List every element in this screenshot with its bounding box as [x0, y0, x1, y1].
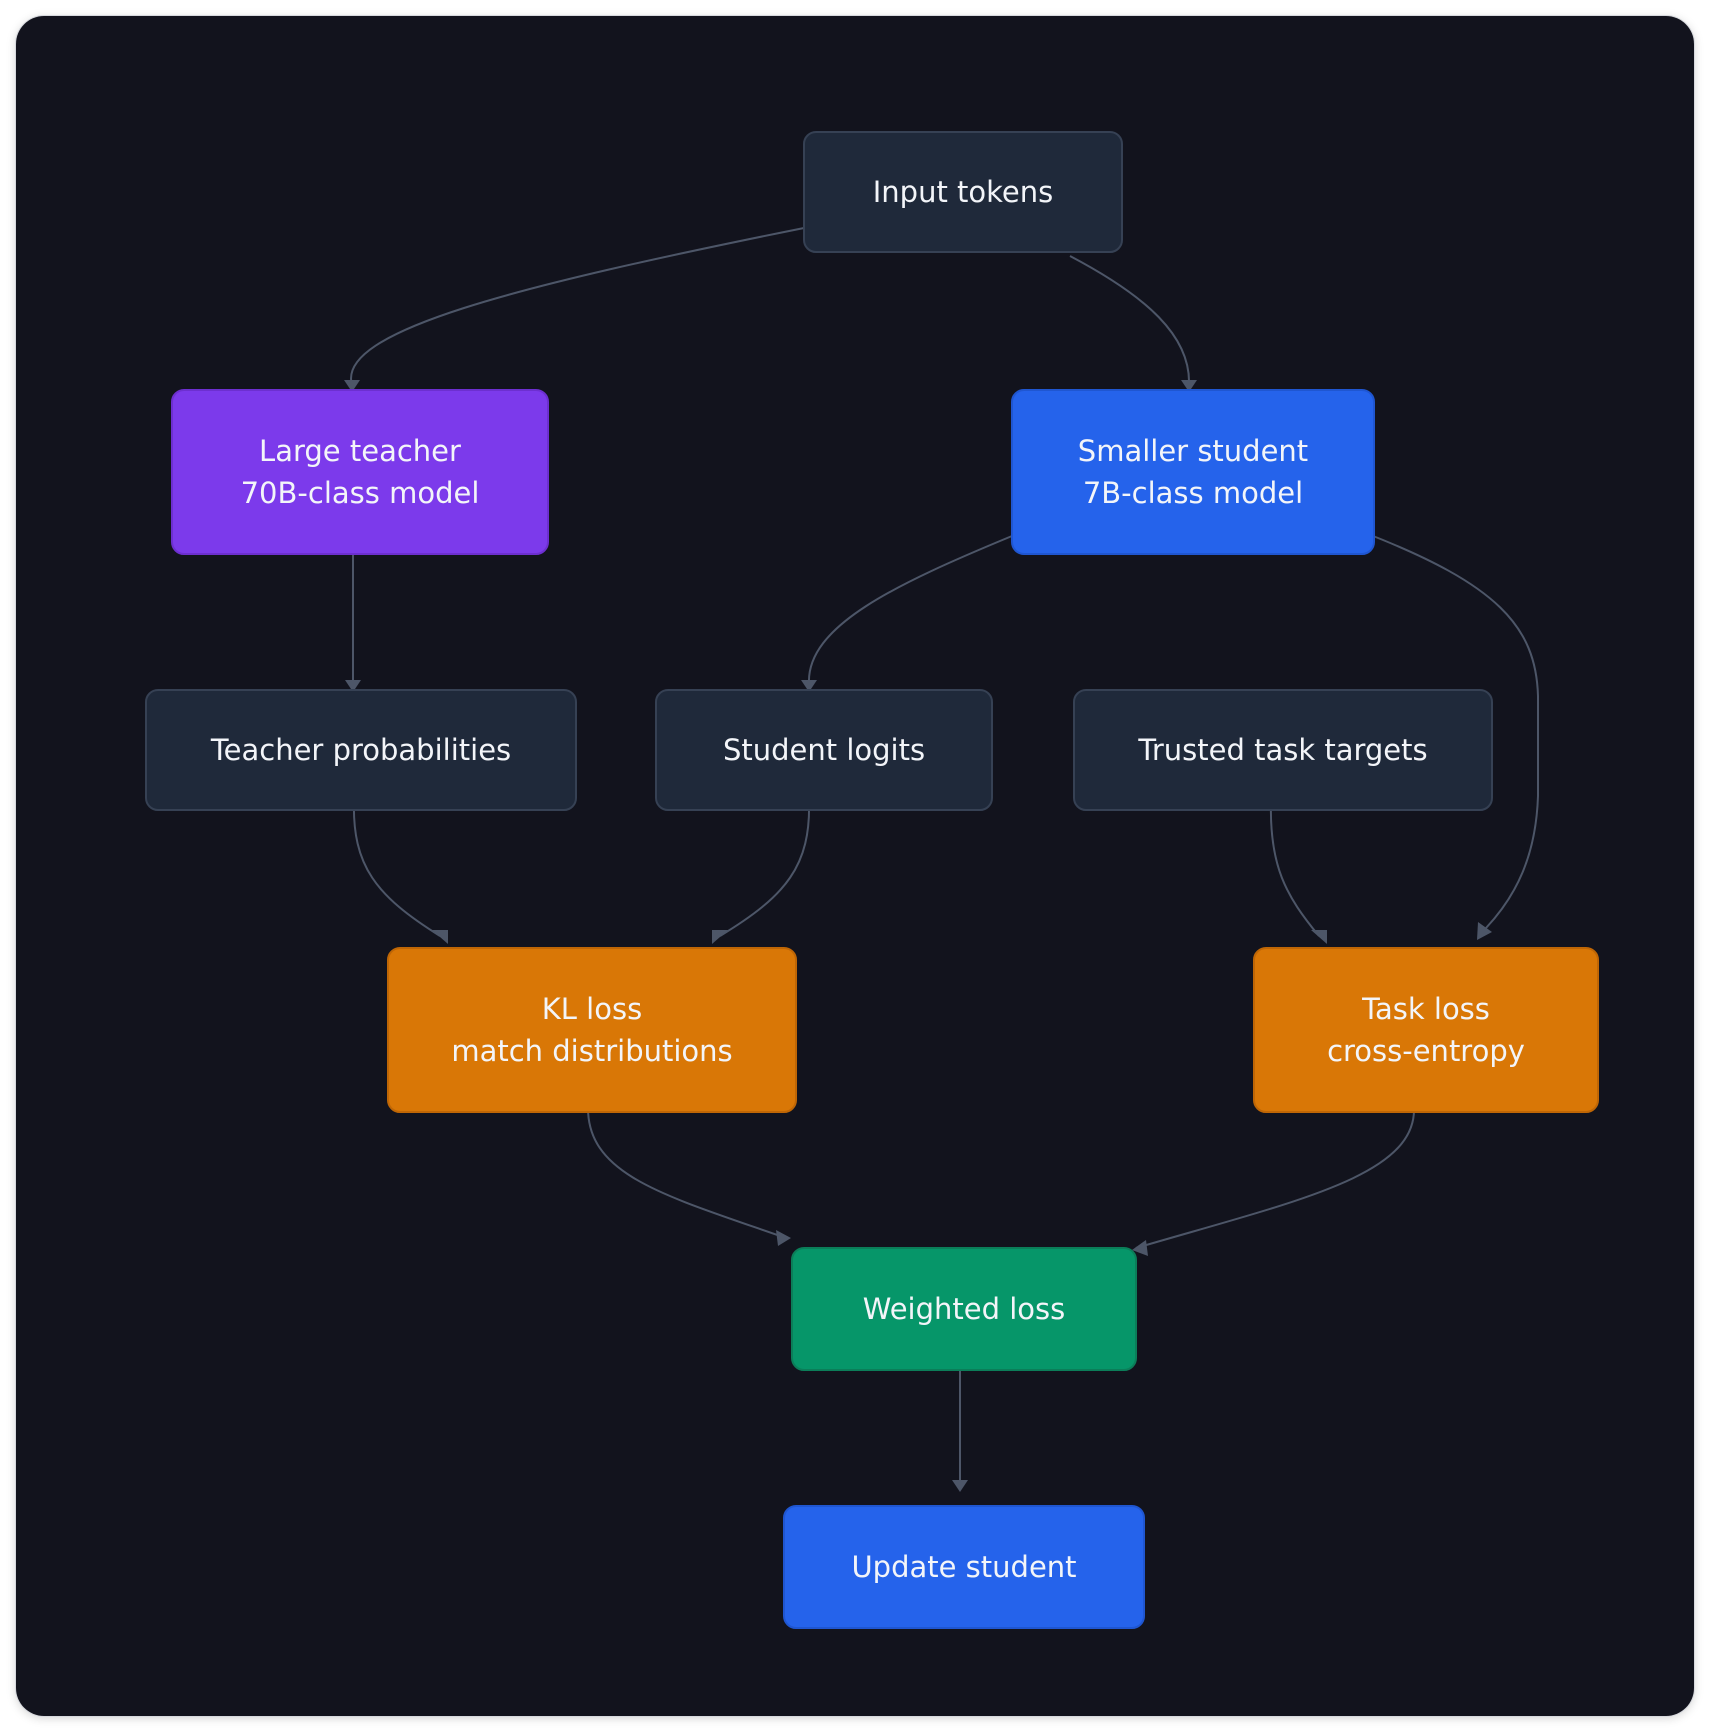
edge-input-to-student: [1069, 255, 1197, 392]
node-kl-loss-subtitle: match distributions: [451, 1034, 732, 1068]
node-trusted-task-targets-label: Trusted task targets: [1137, 733, 1427, 767]
node-task-loss-title: Task loss: [1361, 992, 1490, 1026]
node-large-teacher-title: Large teacher: [259, 434, 461, 468]
edge-weighted-to-update: [952, 1356, 968, 1492]
node-student-logits: Student logits: [655, 689, 993, 811]
edge-logits-to-klloss: [712, 799, 811, 944]
node-update-student-label: Update student: [851, 1550, 1076, 1584]
edge-klloss-to-weighted: [587, 1107, 791, 1246]
node-weighted-loss-label: Weighted loss: [863, 1292, 1066, 1326]
node-large-teacher-subtitle: 70B-class model: [241, 476, 480, 510]
edge-targets-to-taskloss: [1269, 799, 1327, 944]
node-teacher-probabilities-label: Teacher probabilities: [210, 733, 511, 767]
node-smaller-student-title: Smaller student: [1078, 434, 1308, 468]
diagram-panel: Input tokens Large teacher 70B-class mod…: [16, 16, 1694, 1716]
edges-layer: [344, 227, 1539, 1492]
edge-input-to-teacher: [344, 227, 805, 392]
node-kl-loss: KL loss match distributions: [387, 947, 797, 1113]
nodes-layer: Input tokens Large teacher 70B-class mod…: [145, 131, 1599, 1629]
node-update-student: Update student: [783, 1505, 1145, 1629]
node-student-logits-label: Student logits: [723, 733, 925, 767]
node-smaller-student-subtitle: 7B-class model: [1083, 476, 1303, 510]
node-input-tokens: Input tokens: [803, 131, 1123, 253]
node-input-tokens-label: Input tokens: [873, 175, 1054, 209]
edge-probabilities-to-klloss: [352, 799, 448, 944]
edge-student-to-logits: [801, 535, 1013, 692]
node-kl-loss-title: KL loss: [542, 992, 642, 1026]
node-trusted-task-targets: Trusted task targets: [1073, 689, 1493, 811]
edge-student-to-taskloss: [1367, 533, 1539, 940]
node-task-loss: Task loss cross-entropy: [1253, 947, 1599, 1113]
node-smaller-student: Smaller student 7B-class model: [1011, 389, 1375, 555]
node-weighted-loss: Weighted loss: [791, 1247, 1137, 1371]
edge-teacher-to-probabilities: [345, 543, 361, 692]
node-large-teacher: Large teacher 70B-class model: [171, 389, 549, 555]
canvas-background: [16, 16, 1694, 1716]
node-task-loss-subtitle: cross-entropy: [1327, 1034, 1525, 1068]
node-teacher-probabilities: Teacher probabilities: [145, 689, 577, 811]
edge-taskloss-to-weighted: [1132, 1107, 1416, 1256]
flowchart-svg: Input tokens Large teacher 70B-class mod…: [16, 16, 1694, 1716]
